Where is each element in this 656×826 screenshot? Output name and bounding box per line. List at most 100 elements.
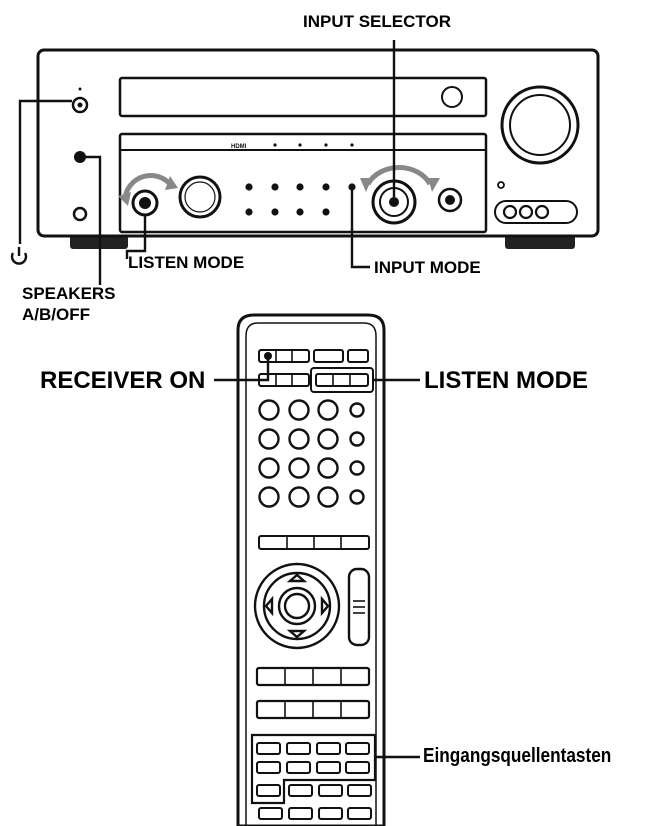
input-selector-arrow-head-left [360,178,372,192]
input-dot[interactable] [245,183,253,191]
remote-key[interactable] [318,807,343,820]
listen-mode-leader [125,215,147,259]
hdmi-dot [298,143,302,147]
receiver-display [118,76,488,118]
remote-key[interactable] [288,807,313,820]
input-source-key[interactable] [286,761,311,774]
number-key[interactable] [317,457,339,479]
number-key[interactable] [317,399,339,421]
listen-mode-arrow-tail [118,192,131,206]
input-source-keys [250,733,377,820]
receiver-callout-lines [18,40,396,285]
number-key-grid [258,399,365,508]
power-button-center [77,102,83,108]
hdmi-tag: HDMI [231,144,247,150]
input-selector-rotate-arrow [365,165,433,186]
nav-right-arrow[interactable] [320,595,330,617]
input-dot[interactable] [296,183,304,191]
input-source-key[interactable] [256,784,281,797]
display-knob [441,86,463,108]
receiver-on-leader [214,356,270,382]
input-source-key[interactable] [345,761,370,774]
remote-inner-edge [245,322,377,826]
number-key[interactable] [349,431,365,447]
nav-up-arrow[interactable] [286,573,308,583]
input-source-key[interactable] [345,742,370,755]
aux-jack[interactable] [534,204,550,220]
headphone-jack[interactable] [72,206,88,222]
remote-key[interactable] [258,349,310,363]
aux-jack[interactable] [518,204,534,220]
speakers-label: SPEAKERS [22,284,116,303]
input-dot[interactable] [245,208,253,216]
hdmi-dot [350,143,354,147]
input-source-key[interactable] [316,742,341,755]
input-dot[interactable] [322,208,330,216]
number-key[interactable] [288,486,310,508]
input-dot[interactable] [322,183,330,191]
input-source-keys-highlight [250,733,377,805]
input-selector-knob-center [389,197,399,207]
input-mode-leader [350,190,370,269]
number-key[interactable] [317,428,339,450]
number-key[interactable] [288,428,310,450]
number-key[interactable] [258,457,280,479]
number-key[interactable] [258,486,280,508]
remote-key[interactable] [318,784,343,797]
number-key[interactable] [349,489,365,505]
input-dot[interactable] [271,183,279,191]
listen-mode-knob-center [139,197,151,209]
input-source-key[interactable] [256,761,281,774]
hdmi-dot [273,143,277,147]
input-source-key[interactable] [286,742,311,755]
number-key[interactable] [258,428,280,450]
aux-jack[interactable] [502,204,518,220]
setup-mic-jack-center [445,195,455,205]
receiver-on-label: RECEIVER ON [40,367,206,394]
speakers-ab-off-label: A/B/OFF [22,305,90,324]
receiver-unit: HDMI [36,48,600,249]
input-mode-label: INPUT MODE [374,258,481,277]
power-leader [18,99,72,244]
number-key[interactable] [349,402,365,418]
nav-down-arrow[interactable] [286,629,308,639]
input-dot[interactable] [348,183,356,191]
remote-key[interactable] [288,784,313,797]
remote-key[interactable] [347,807,372,820]
listen-mode-remote-label: LISTEN MODE [424,367,589,394]
nav-ok-button[interactable] [283,592,311,620]
number-key[interactable] [288,399,310,421]
power-symbol-icon [10,247,28,265]
listen-mode-label: LISTEN MODE [128,253,245,272]
input-selector-label: INPUT SELECTOR [303,12,451,31]
listen-mode-keys[interactable] [315,373,369,387]
input-source-key[interactable] [316,761,341,774]
listen-mode-arrow-head [165,176,178,190]
listen-mode-rotate-arrow [122,173,172,199]
hdmi-dot [324,143,328,147]
remote-control [236,313,386,826]
remote-key[interactable] [313,349,344,363]
input-selector-arrow-head-right [428,178,440,192]
input-button-grid [245,183,356,216]
volume-knob-inner [509,94,571,156]
remote-key[interactable] [347,349,369,363]
tone-knob-inner [184,181,216,213]
status-indicator [497,181,505,189]
remote-key[interactable] [347,784,372,797]
number-key[interactable] [258,399,280,421]
number-key[interactable] [349,460,365,476]
number-key[interactable] [288,457,310,479]
input-dot[interactable] [271,208,279,216]
remote-key[interactable] [258,807,283,820]
input-source-keys-label: Eingangsquellentasten [423,745,612,767]
navigation-pad [253,562,341,650]
remote-callout-lines [214,356,420,759]
nav-left-arrow[interactable] [264,595,274,617]
input-dot[interactable] [296,208,304,216]
standby-indicator [78,87,82,91]
input-source-key[interactable] [256,742,281,755]
number-key[interactable] [317,486,339,508]
